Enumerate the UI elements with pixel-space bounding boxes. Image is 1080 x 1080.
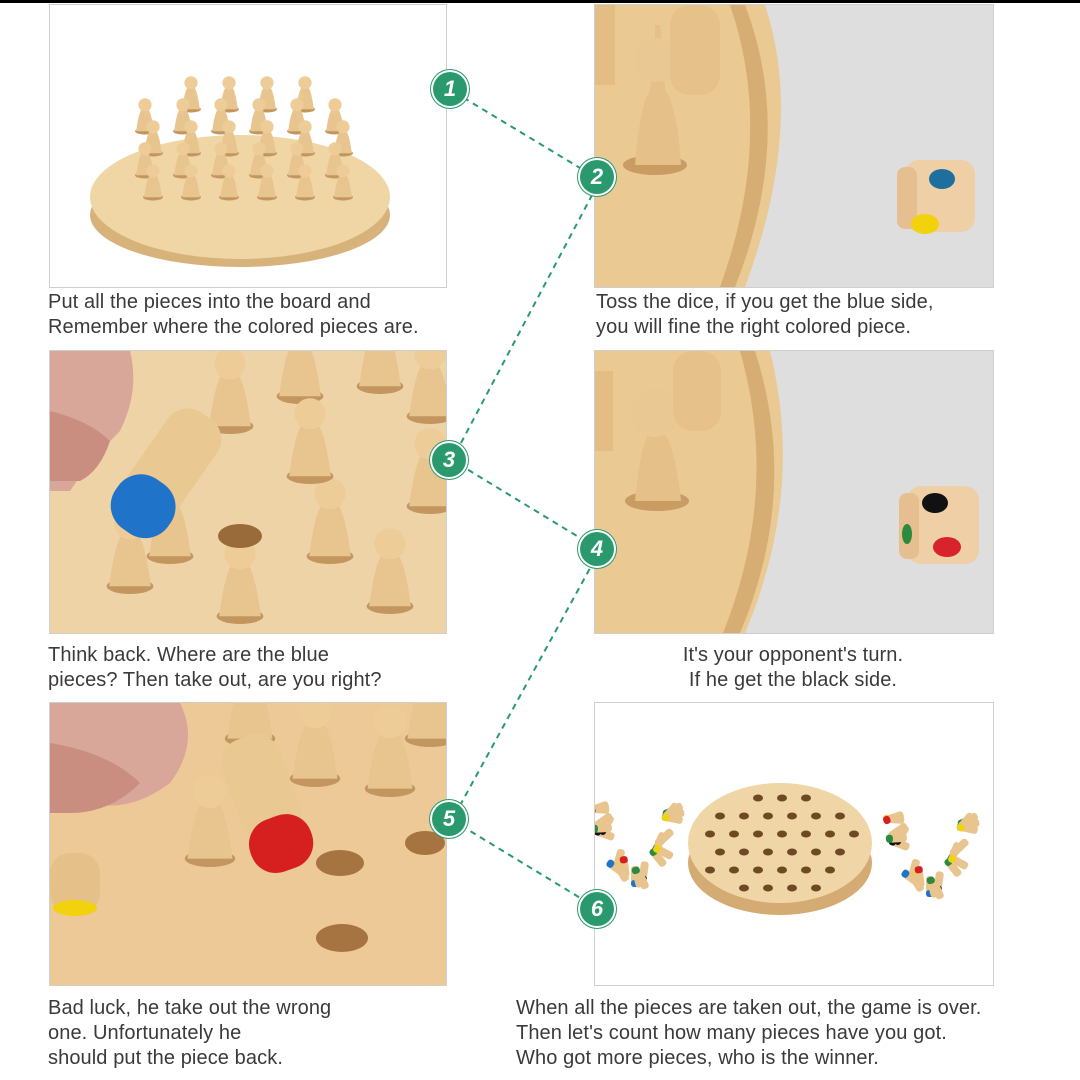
hand-blue-piece-illustration xyxy=(50,351,446,633)
step-2-photo xyxy=(594,4,994,288)
step-4-badge: 4 xyxy=(580,532,614,566)
board-empty-with-piles-illustration xyxy=(595,783,980,915)
step-4-photo xyxy=(594,350,994,634)
board-full-illustration xyxy=(90,76,390,267)
step-1-photo xyxy=(49,4,447,288)
top-border-line xyxy=(0,0,1080,3)
step-5-badge: 5 xyxy=(432,802,466,836)
step-6-badge: 6 xyxy=(580,892,614,926)
step-5-caption: Bad luck, he take out the wrong one. Unf… xyxy=(48,997,332,1069)
step-3-photo xyxy=(49,350,447,634)
step-4-caption: It's your opponent's turn. If he get the… xyxy=(682,644,904,691)
step-6-photo xyxy=(594,702,994,986)
step-2-caption: Toss the dice, if you get the blue side,… xyxy=(596,291,934,338)
dice-blue-yellow xyxy=(897,160,975,234)
board-dice-blue-illustration xyxy=(595,5,975,287)
step-3-caption: Think back. Where are the blue pieces? T… xyxy=(48,644,382,691)
step-5-photo xyxy=(49,702,447,986)
step-2-badge: 2 xyxy=(580,160,614,194)
dice-black-red xyxy=(899,486,979,564)
board-dice-black-illustration xyxy=(595,351,979,633)
hand-red-piece-illustration xyxy=(50,703,446,985)
step-1-caption: Put all the pieces into the board and Re… xyxy=(48,291,419,338)
step-6-caption: When all the pieces are taken out, the g… xyxy=(516,997,982,1069)
step-1-badge: 1 xyxy=(433,72,467,106)
step-3-badge: 3 xyxy=(432,443,466,477)
